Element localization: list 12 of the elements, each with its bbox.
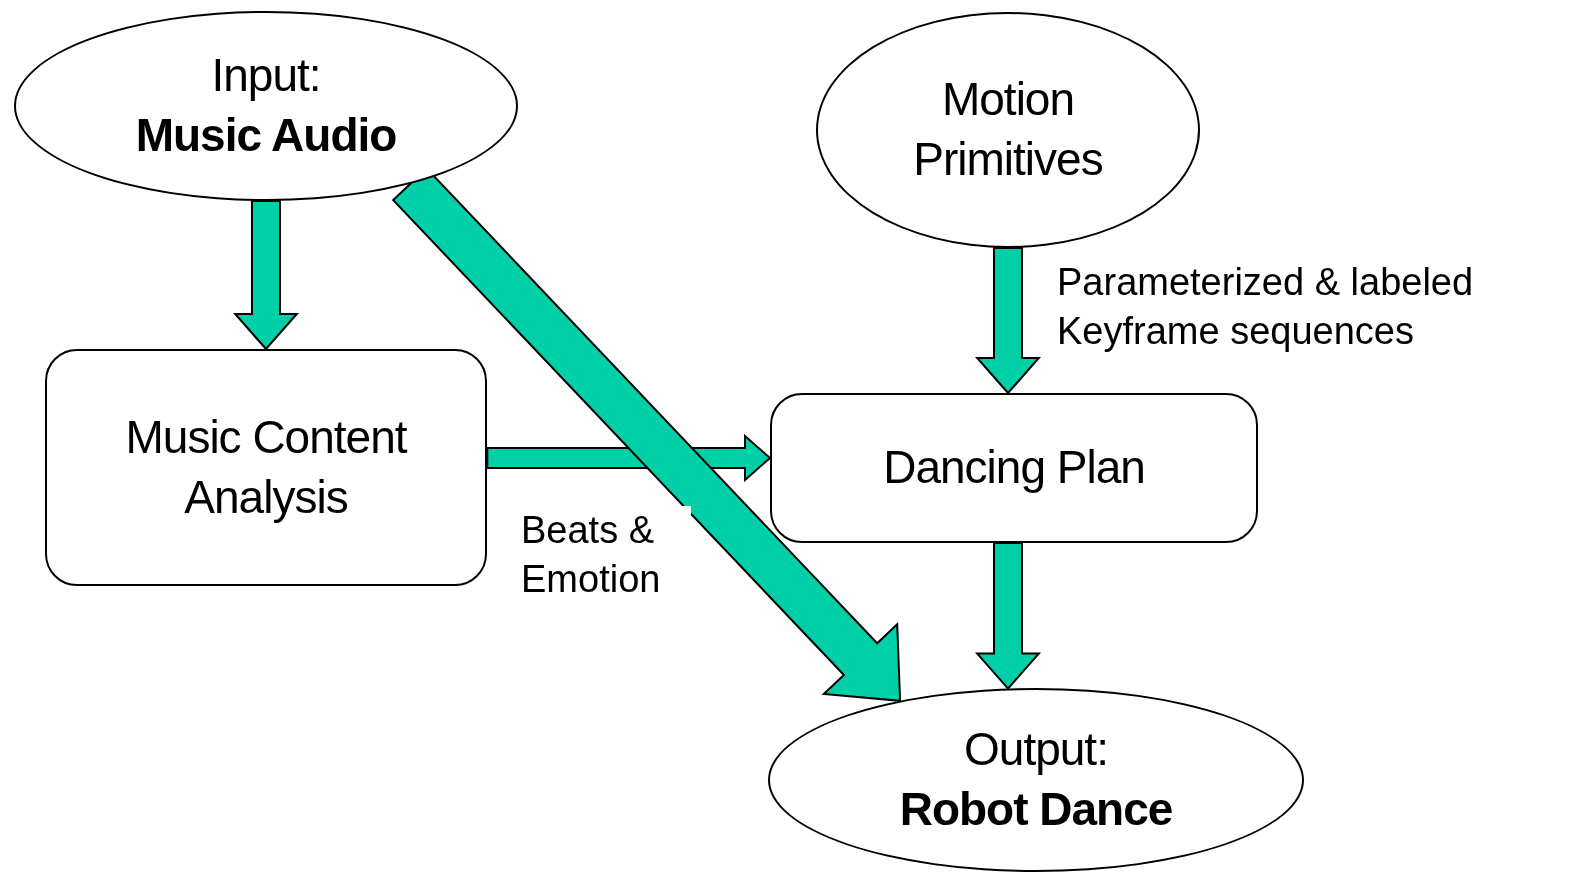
node-text: Motion Primitives	[912, 72, 1104, 187]
block-arrow	[975, 542, 1041, 691]
node-text: Dancing Plan	[883, 440, 1145, 496]
node-text: Output:	[964, 722, 1108, 778]
process-box	[45, 349, 487, 586]
block-arrow	[233, 200, 299, 351]
node-text: Input:	[211, 48, 321, 104]
node-text: Music Audio	[135, 108, 397, 163]
process-box	[770, 393, 1258, 543]
node-text: Music Content Analysis	[124, 409, 409, 525]
block-arrow	[975, 247, 1041, 395]
node-text: Robot Dance	[899, 782, 1173, 837]
